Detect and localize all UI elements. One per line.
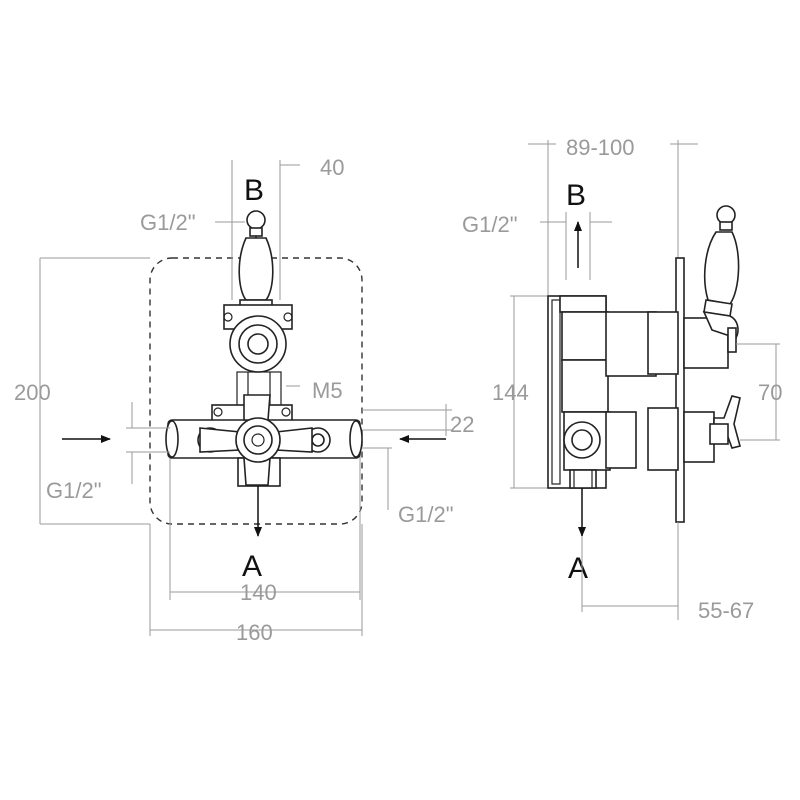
dim-depth-range: 89-100 — [566, 135, 635, 160]
dim-plate-width: 160 — [236, 620, 273, 645]
dim-handle-spacing: 70 — [758, 380, 782, 405]
side-view: 89-100 B G1/2" 144 — [462, 135, 782, 623]
cross-handle-side — [709, 395, 741, 449]
label-b-front: B — [244, 174, 264, 207]
label-a-side: A — [568, 552, 588, 585]
dim-body-height: 144 — [492, 380, 529, 405]
dim-thread-top-side: G1/2" — [462, 212, 518, 237]
label-a-front: A — [242, 550, 262, 583]
valve-body-side — [547, 257, 729, 523]
label-b-side: B — [566, 179, 586, 212]
upper-valve — [223, 304, 293, 373]
front-view: 200 140 160 40 G1/2" B — [14, 155, 474, 645]
lever-handle-front — [238, 210, 274, 311]
lever-handle-side — [702, 205, 740, 353]
dim-thread-top-front: G1/2" — [140, 210, 196, 235]
dim-body-width: 140 — [240, 580, 277, 605]
dim-thread-left: G1/2" — [46, 478, 102, 503]
dim-screw: M5 — [312, 378, 343, 403]
dim-plate-height: 200 — [14, 380, 51, 405]
cross-handle-front — [199, 394, 313, 486]
dim-thread-right: G1/2" — [398, 502, 454, 527]
dim-wall-depth: 55-67 — [698, 598, 754, 623]
dim-inlet-spacing: 22 — [450, 412, 474, 437]
wall-plate-outline — [149, 257, 363, 525]
dim-outlet-width: 40 — [320, 155, 344, 180]
